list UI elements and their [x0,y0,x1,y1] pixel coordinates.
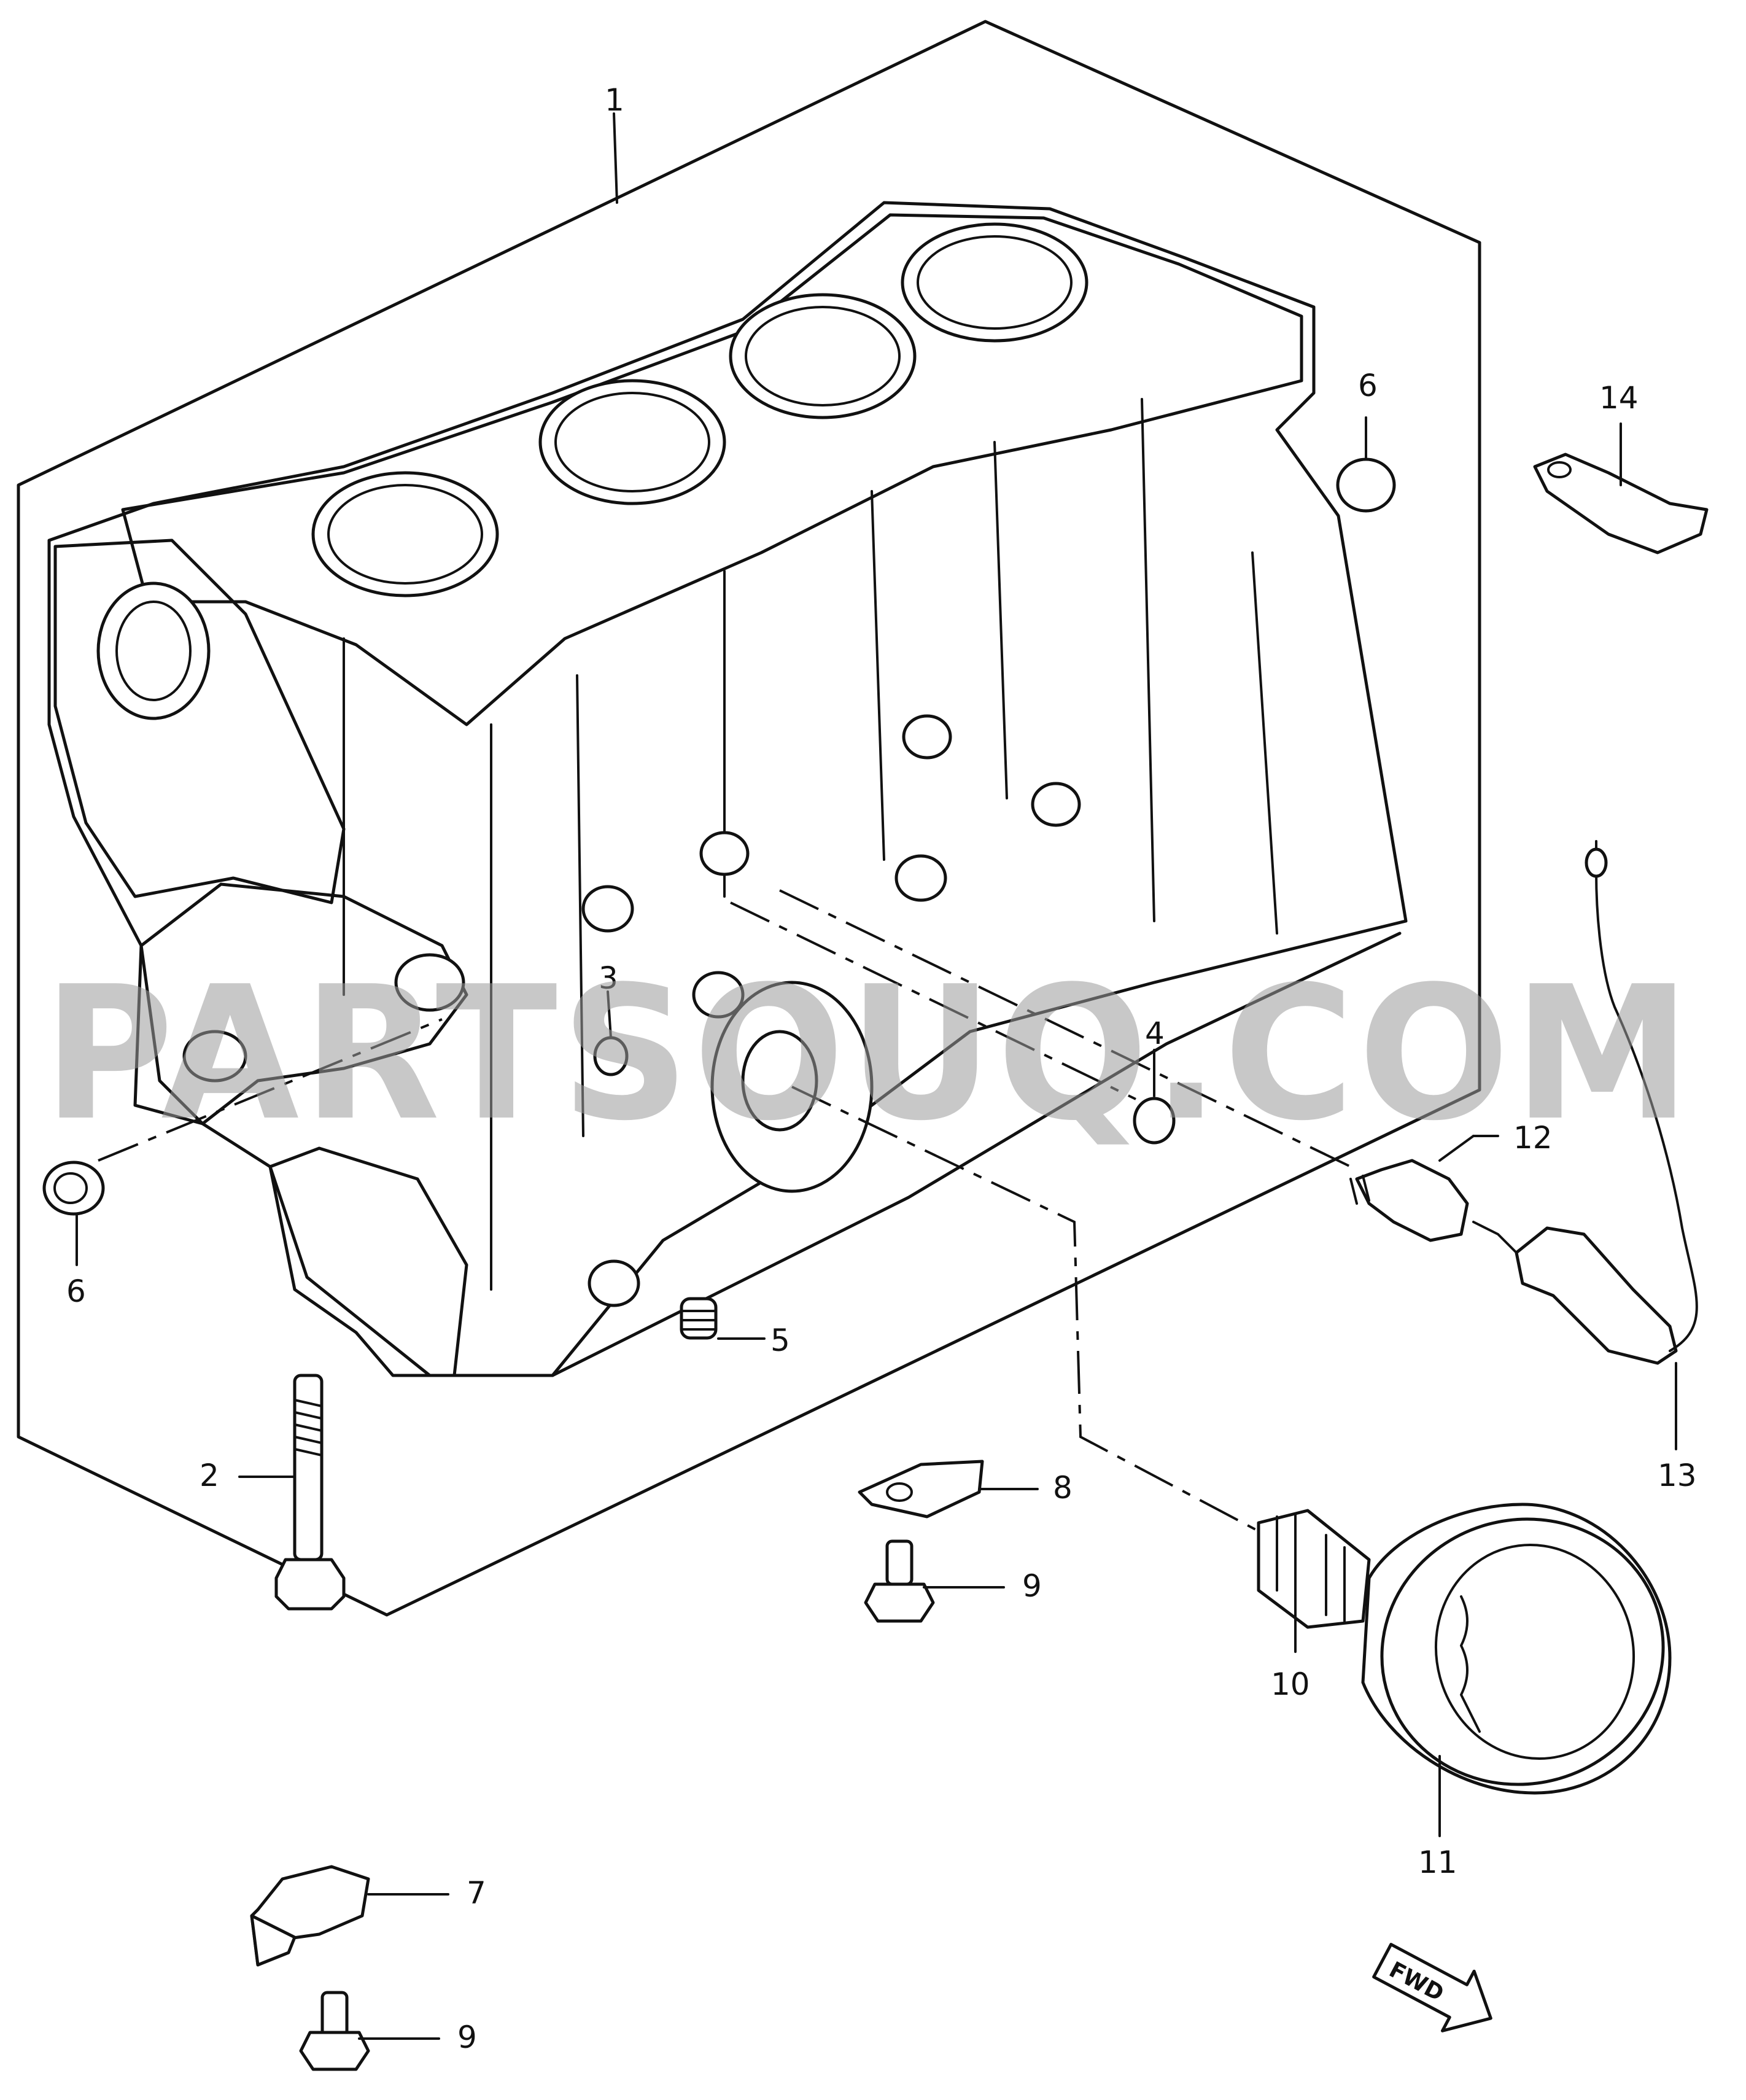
callout-9-lower: 9 [457,2020,477,2055]
part-8-clamp [858,1460,1039,1519]
callout-8: 8 [1053,1470,1073,1506]
cylinder-block [47,201,1408,1377]
part-6-plug-right [1336,416,1396,513]
callout-14: 14 [1599,380,1639,416]
part-9-bolt-lower [299,1991,440,2071]
part-14-bracket [1533,422,1709,554]
part-11-oil-filter [1361,1503,1672,1837]
assembly-boundary-outline [17,20,1481,1617]
cylinder-bore-1 [311,471,499,597]
part-12-oil-pressure-switch [1349,1135,1499,1242]
part-6-plug-left [42,1161,105,1266]
part-4-plug [1133,1049,1176,1145]
callout-3: 3 [599,960,618,996]
alignment-line-6a [98,1018,443,1162]
callout-4: 4 [1145,1016,1165,1051]
cylinder-bore-2 [538,379,726,505]
cylinder-bore-4 [901,222,1088,343]
part-2-bolt [238,1374,346,1611]
alignment-line-filter [791,1086,1290,1549]
callout-9-upper: 9 [1022,1568,1042,1604]
callout-5: 5 [770,1323,790,1358]
part-9-bolt-upper [864,1539,1005,1623]
cylinder-bore-3 [729,293,917,419]
callout-2: 2 [200,1458,219,1493]
part-10-union-bolt [1257,1509,1371,1653]
callout-6-left: 6 [66,1274,86,1309]
part-3-plug [593,990,629,1076]
part-13-sensor-lead [1472,840,1698,1450]
callout-12: 12 [1513,1120,1553,1156]
callout-6-right: 6 [1358,368,1378,403]
alignment-line-4 [730,901,1136,1100]
callout-11: 11 [1418,1845,1457,1880]
watermark: PARTSOUQ.COM [43,947,1694,1161]
alignment-line-12 [779,889,1351,1168]
callout-7: 7 [467,1875,486,1911]
part-5-plug [680,1297,766,1340]
fwd-arrow-icon: FWD [1372,1943,1492,2032]
callout-10: 10 [1271,1666,1310,1702]
callout-1: 1 [605,82,624,118]
callout-13: 13 [1658,1458,1697,1493]
part-7-bracket [250,1865,449,1967]
